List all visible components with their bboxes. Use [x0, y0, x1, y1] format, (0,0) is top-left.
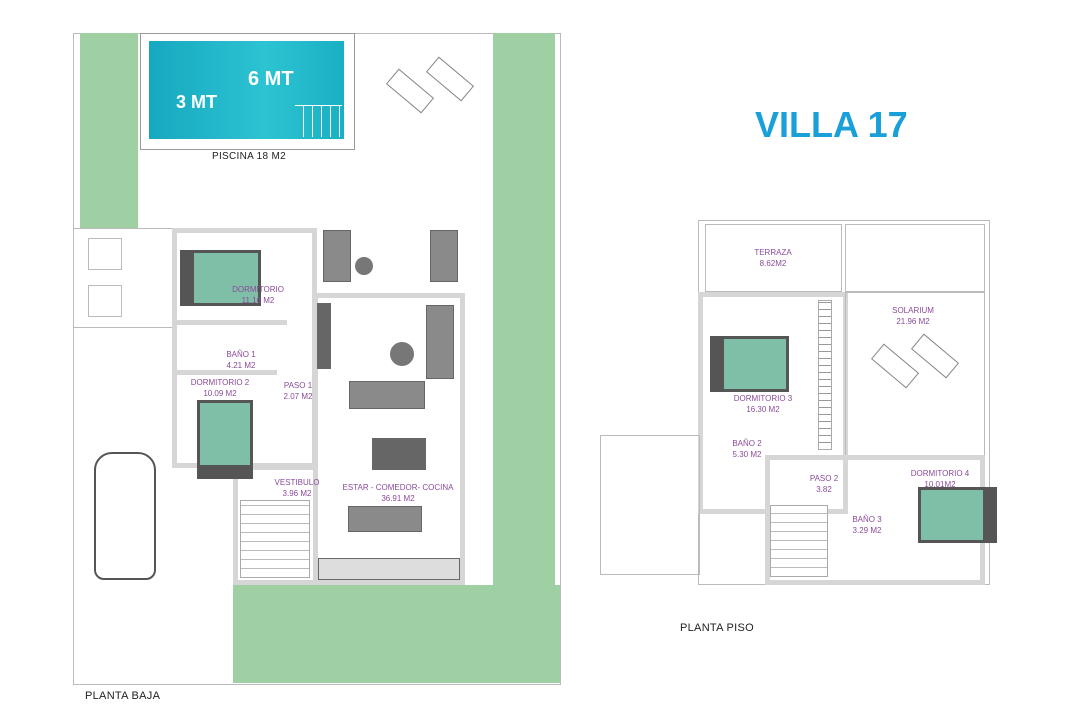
- bed: [180, 250, 261, 306]
- room-name: PASO 2: [809, 474, 839, 483]
- bed: [918, 487, 997, 543]
- room-name: SOLARIUM: [892, 306, 934, 315]
- room-label: PASO 1 2.07 M2: [284, 380, 313, 402]
- room-name: PASO 1: [283, 381, 313, 390]
- garden-bottom: [233, 585, 560, 683]
- coffee-table: [390, 342, 414, 366]
- bed: [710, 336, 789, 392]
- car-icon: [94, 452, 156, 580]
- kitchen-island: [348, 506, 422, 532]
- outdoor-table: [355, 257, 373, 275]
- room-name: DORMITORIO 4: [910, 469, 970, 478]
- wardrobe: [818, 300, 832, 450]
- room-name: BAÑO 3: [852, 515, 882, 524]
- room-label: DORMITORIO 4 10.01M2: [911, 468, 970, 490]
- paving-tile: [88, 285, 122, 317]
- pool-width: 3 MT: [176, 92, 218, 112]
- room-label: BAÑO 3 3.29 M2: [852, 514, 881, 536]
- sofa: [426, 305, 454, 379]
- room-area: 16.30 M2: [746, 405, 780, 414]
- garden-left: [80, 33, 138, 228]
- ground-house-entry: [233, 465, 318, 585]
- interior-wall: [177, 320, 287, 325]
- dining-table: [372, 438, 426, 470]
- room-area: 10.01M2: [924, 480, 956, 489]
- pool-length: 6 MT: [248, 68, 294, 90]
- pool: [140, 33, 355, 150]
- room-label: TERRAZA 8.62M2: [754, 247, 791, 269]
- room-area: 3.29 M2: [852, 526, 882, 535]
- room-name: BAÑO 2: [732, 439, 762, 448]
- outdoor-chair: [430, 230, 458, 282]
- paving-tile: [88, 238, 122, 270]
- ground-house-living: [313, 293, 465, 585]
- room-area: 36.91 M2: [381, 494, 415, 503]
- room-area: 3.82: [816, 485, 832, 494]
- room-label: ESTAR - COMEDOR- COCINA 36.91 M2: [343, 482, 454, 504]
- room-area: 8.62M2: [759, 259, 787, 268]
- terrace: [705, 224, 842, 292]
- room-label: DORMITORIO 2 10.09 M2: [191, 377, 250, 399]
- room-area: 10.09 M2: [203, 389, 237, 398]
- pool-label: PISCINA 18 M2: [212, 151, 286, 162]
- interior-wall: [177, 370, 277, 375]
- pool-steps: [295, 105, 342, 137]
- solarium-roof: [845, 224, 985, 292]
- room-area: 21.96 M2: [896, 317, 930, 326]
- room-area: 3.96 M2: [282, 489, 312, 498]
- tv-unit: [317, 303, 331, 369]
- room-label: SOLARIUM 21.96 M2: [892, 305, 934, 327]
- room-name: VESTIBULO: [274, 478, 320, 487]
- room-area: 11.16 M2: [241, 296, 275, 305]
- kitchen-counter: [318, 558, 460, 580]
- room-label: DORMITORIO 11.16 M2: [232, 284, 284, 306]
- room-label: PASO 2 3.82: [810, 473, 838, 495]
- villa-title: VILLA 17: [755, 104, 908, 145]
- room-name: DORMITORIO 3: [733, 394, 793, 403]
- bed: [197, 400, 253, 479]
- room-name: TERRAZA: [754, 248, 792, 257]
- room-label: BAÑO 2 5.30 M2: [732, 438, 761, 460]
- room-label: DORMITORIO 3 16.30 M2: [734, 393, 793, 415]
- room-label: BAÑO 1 4.21 M2: [226, 349, 255, 371]
- room-name: DORMITORIO 2: [190, 378, 250, 387]
- room-area: 4.21 M2: [226, 361, 256, 370]
- stairs: [240, 500, 310, 578]
- room-name: BAÑO 1: [226, 350, 256, 359]
- room-name: ESTAR - COMEDOR- COCINA: [342, 483, 454, 492]
- room-area: 5.30 M2: [732, 450, 762, 459]
- room-area: 2.07 M2: [283, 392, 313, 401]
- room-name: DORMITORIO: [232, 285, 284, 294]
- outdoor-chair: [323, 230, 351, 282]
- lower-roof: [600, 435, 700, 575]
- garden-right: [493, 33, 555, 585]
- room-label: VESTIBULO 3.96 M2: [275, 477, 320, 499]
- stairs: [770, 505, 828, 577]
- upper-floor-caption: PLANTA PISO: [680, 622, 755, 634]
- ground-floor-caption: PLANTA BAJA: [85, 690, 161, 702]
- sofa: [349, 381, 425, 409]
